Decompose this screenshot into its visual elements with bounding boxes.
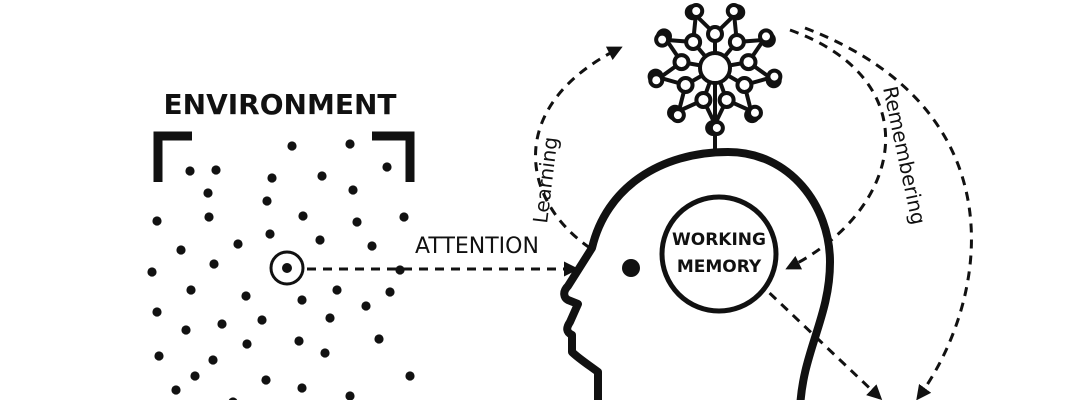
environment-dot	[325, 313, 335, 323]
environment-dot	[181, 325, 191, 335]
environment-dot	[395, 265, 405, 275]
environment-dot	[154, 351, 164, 361]
environment-dot	[385, 287, 395, 297]
remembering-label: Remembering	[878, 84, 931, 227]
environment-dot	[257, 315, 267, 325]
neural-node	[727, 32, 746, 51]
working-memory-label-line1: WORKING	[672, 230, 766, 250]
environment-dot	[317, 171, 327, 181]
environment-dot	[208, 355, 218, 365]
environment-dot	[185, 166, 195, 176]
neural-node-outer	[648, 72, 665, 89]
environment-dot	[152, 216, 162, 226]
environment-dot	[332, 285, 342, 295]
focus-target-icon	[269, 250, 305, 286]
environment-dot	[176, 245, 186, 255]
environment-dot	[204, 212, 214, 222]
environment-dot	[242, 339, 252, 349]
neural-node	[735, 76, 754, 94]
environment-dot	[147, 267, 157, 277]
frame-corner-top-right	[372, 131, 415, 182]
working-memory-label-line2: MEMORY	[677, 257, 762, 277]
learning-arrow	[534, 46, 623, 250]
neural-node-outer	[654, 31, 671, 48]
environment-dot	[405, 371, 415, 381]
neural-node-outer	[746, 104, 763, 121]
neural-node	[717, 90, 736, 109]
environment-dots	[147, 139, 415, 400]
environment-dot	[320, 348, 330, 358]
environment-dot	[345, 139, 355, 149]
environment-dot	[345, 391, 355, 400]
environment-dot	[217, 319, 227, 329]
environment-title: ENVIRONMENT	[164, 88, 397, 121]
eye-dot	[622, 259, 640, 277]
frame-corner-top-left	[153, 131, 192, 182]
environment-dot	[294, 336, 304, 346]
environment-frame	[153, 131, 415, 182]
environment-dot	[228, 397, 238, 400]
neural-node-outer	[669, 107, 686, 124]
working-memory-circle	[659, 194, 779, 314]
environment-dot	[262, 196, 272, 206]
environment-dot	[186, 285, 196, 295]
neural-node	[706, 25, 724, 43]
environment-dot	[399, 212, 409, 222]
neural-node	[676, 76, 695, 94]
environment-dot	[209, 259, 219, 269]
attention-label: ATTENTION	[415, 234, 539, 259]
environment-dot	[265, 229, 275, 239]
environment-dot	[298, 211, 308, 221]
environment-dot	[287, 141, 297, 151]
environment-dot	[374, 334, 384, 344]
long-term-arrow	[804, 26, 973, 400]
neural-node	[694, 90, 713, 109]
neural-hub	[698, 51, 732, 85]
environment-dot	[152, 307, 162, 317]
environment-dot	[297, 295, 307, 305]
head-silhouette-icon	[560, 148, 834, 400]
environment-dot	[382, 162, 392, 172]
environment-dot	[352, 217, 362, 227]
environment-dot	[267, 173, 277, 183]
neural-node-outer	[688, 3, 705, 20]
environment-dot	[348, 185, 358, 195]
neural-node-outer	[725, 3, 742, 20]
environment-dot	[203, 188, 213, 198]
neural-node-outer	[708, 119, 725, 136]
environment-dot	[297, 383, 307, 393]
neural-node	[684, 32, 703, 51]
neural-node-outer	[758, 28, 775, 45]
environment-dot	[190, 371, 200, 381]
environment-dot	[367, 241, 377, 251]
neural-node	[739, 53, 758, 72]
learning-label: Learning	[528, 136, 562, 225]
environment-dot	[211, 165, 221, 175]
environment-dot	[233, 239, 243, 249]
remembering-arrow	[785, 28, 888, 270]
neural-node-outer	[766, 68, 783, 85]
neural-node	[672, 53, 691, 72]
environment-dot	[241, 291, 251, 301]
environment-dot	[361, 301, 371, 311]
environment-dot	[171, 385, 181, 395]
neural-network-icon	[647, 3, 783, 150]
environment-dot	[261, 375, 271, 385]
environment-dot	[315, 235, 325, 245]
forgetting-arrow	[756, 280, 883, 400]
